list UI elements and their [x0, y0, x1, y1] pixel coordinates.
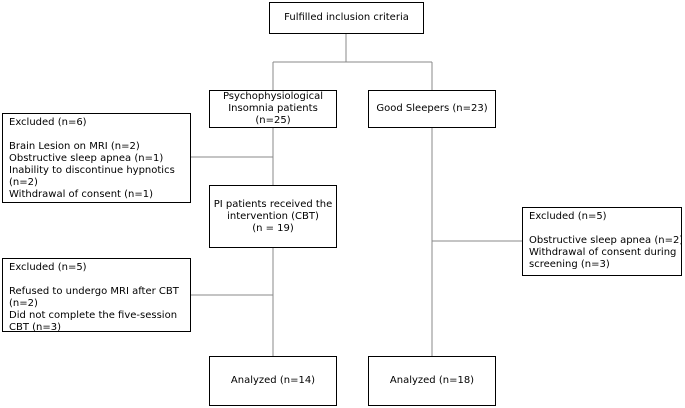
analyzed-gs-box: Analyzed (n=18): [368, 356, 496, 406]
exclusion-first-item: Inability to discontinue hypnotics: [9, 165, 175, 176]
exclusion-gs-item: Withdrawal of consent during: [529, 247, 677, 258]
exclusion-first-item: Withdrawal of consent (n=1): [9, 189, 154, 200]
good-sleepers-label: Good Sleepers (n=23): [376, 103, 488, 114]
pi-patients-line-2: Insomnia patients (n=25): [228, 103, 318, 126]
pi-cbt-box: PI patients received the intervention (C…: [209, 185, 337, 248]
exclusion-box-first: Excluded (n=6) Brain Lesion on MRI (n=2)…: [2, 113, 191, 203]
analyzed-pi-label: Analyzed (n=14): [230, 375, 316, 386]
good-sleepers-box: Good Sleepers (n=23): [368, 90, 496, 128]
pi-patients-line-1: Psychophysiological: [222, 91, 324, 102]
pi-cbt-line-2: intervention (CBT): [227, 210, 319, 222]
analyzed-gs-label: Analyzed (n=18): [389, 375, 475, 386]
exclusion-first-title: Excluded (n=6): [9, 117, 87, 128]
exclusion-first-item: (n=2): [9, 177, 38, 188]
inclusion-label: Fulfilled inclusion criteria: [284, 12, 409, 23]
analyzed-pi-box: Analyzed (n=14): [209, 356, 337, 406]
exclusion-gs-item: Obstructive sleep apnea (n=2): [529, 235, 682, 246]
exclusion-second-item: CBT (n=3): [9, 322, 62, 332]
exclusion-first-item: Brain Lesion on MRI (n=2): [9, 141, 140, 152]
exclusion-first-item: Obstructive sleep apnea (n=1): [9, 153, 164, 164]
exclusion-second-title: Excluded (n=5): [9, 262, 87, 273]
inclusion-box: Fulfilled inclusion criteria: [269, 2, 424, 34]
exclusion-box-second: Excluded (n=5) Refused to undergo MRI af…: [2, 258, 191, 332]
pi-cbt-line-1: PI patients received the: [213, 198, 333, 210]
exclusion-second-item: (n=2): [9, 298, 38, 309]
exclusion-gs-item: screening (n=3): [529, 259, 610, 270]
exclusion-box-gs: Excluded (n=5) Obstructive sleep apnea (…: [522, 207, 682, 276]
exclusion-gs-title: Excluded (n=5): [529, 211, 607, 222]
pi-cbt-line-3: (n = 19): [252, 222, 294, 234]
exclusion-second-item: Refused to undergo MRI after CBT: [9, 286, 179, 297]
pi-patients-box: Psychophysiological Insomnia patients (n…: [209, 90, 337, 128]
exclusion-second-item: Did not complete the five-session: [9, 310, 178, 321]
